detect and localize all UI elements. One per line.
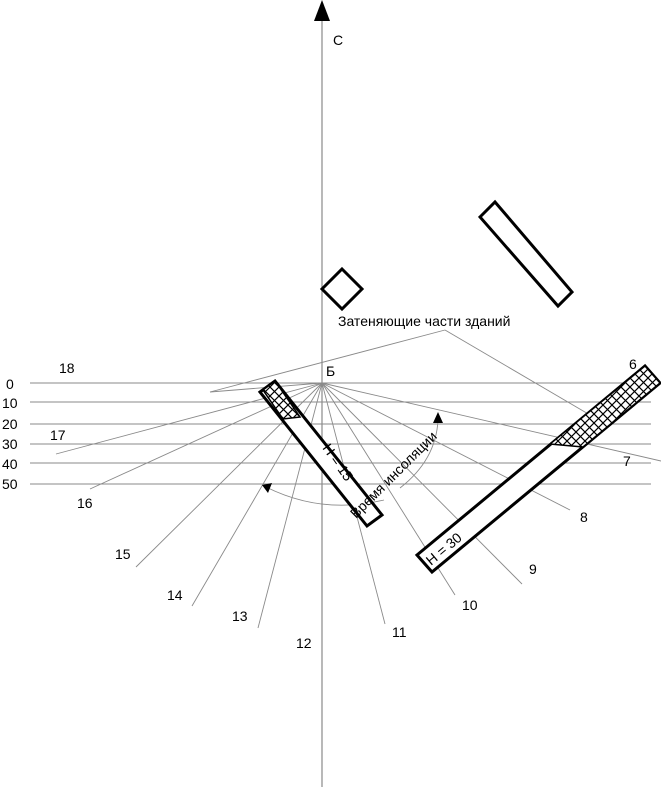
north-axis (314, 0, 330, 787)
scale-label-50: 50 (2, 476, 18, 492)
hour-label-8: 8 (580, 509, 588, 525)
scale-label-0: 0 (6, 376, 14, 392)
insolation-label: Время инсоляции (347, 428, 440, 521)
hour-label-13: 13 (232, 608, 248, 624)
scale-label-40: 40 (2, 456, 18, 472)
shading-hatch-h30 (548, 364, 661, 448)
building-h30 (414, 363, 661, 575)
insolation-arc (262, 412, 443, 506)
hour-label-15: 15 (115, 546, 131, 562)
building-h15 (257, 378, 385, 529)
hour-label-6: 6 (629, 356, 637, 372)
north-arrow-icon (314, 0, 330, 21)
hour-label-14: 14 (167, 587, 183, 603)
arc-arrow-right-icon (433, 412, 443, 423)
hour-label-7: 7 (623, 453, 631, 469)
hour-labels: 6 7 8 9 10 11 12 13 14 15 16 17 18 (50, 356, 637, 651)
shading-callout-lines (209, 329, 591, 416)
scale-labels: 0 10 20 30 40 50 (2, 376, 18, 492)
upper-right-building (477, 199, 575, 309)
scale-label-20: 20 (2, 416, 18, 432)
north-label: С (333, 32, 343, 48)
hour-label-17: 17 (50, 427, 66, 443)
scale-label-10: 10 (2, 395, 18, 411)
arc-arrow-left-icon (262, 483, 272, 493)
hour-label-16: 16 (77, 495, 93, 511)
hour-label-9: 9 (529, 561, 537, 577)
shading-hatch-h15 (261, 379, 302, 420)
hour-label-12: 12 (296, 635, 312, 651)
small-square-building (319, 266, 365, 312)
center-label: Б (326, 363, 335, 379)
shading-label: Затеняющие части зданий (338, 313, 510, 329)
hour-label-18: 18 (59, 360, 75, 376)
hour-label-11: 11 (392, 624, 407, 640)
scale-label-30: 30 (2, 436, 18, 452)
hour-label-10: 10 (462, 597, 478, 613)
